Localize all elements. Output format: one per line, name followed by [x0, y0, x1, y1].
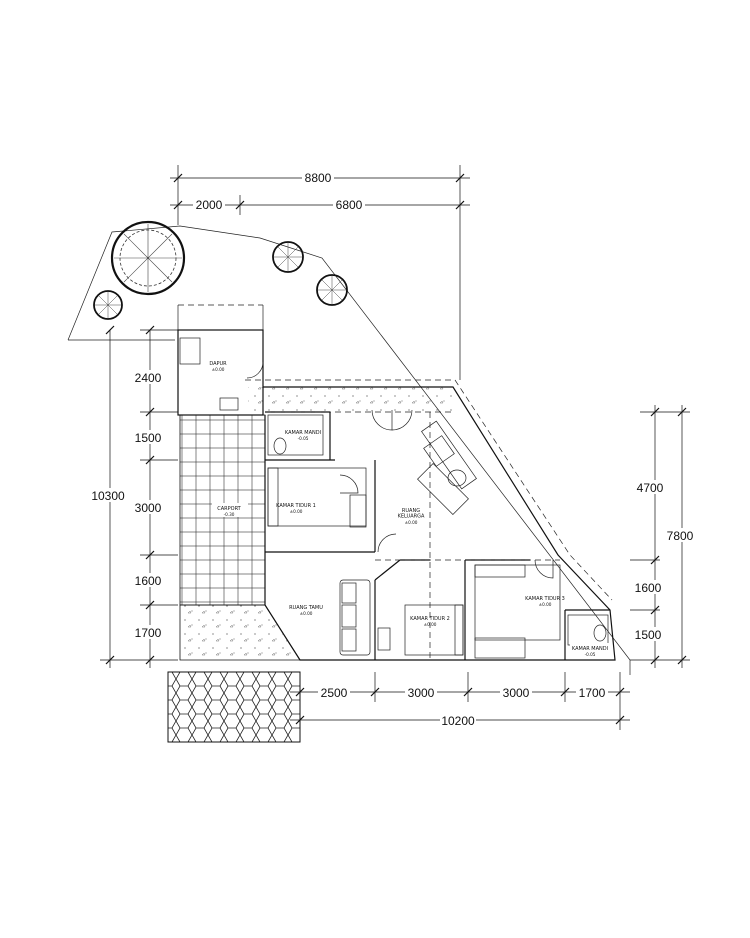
dim-left-1: 2400	[135, 371, 162, 385]
dim-right-3: 1500	[635, 628, 662, 642]
room-kamar-tidur-2-name: KAMAR TIDUR 2	[410, 616, 450, 622]
dimension-labels: 8800 2000 6800 10300 2400 1500 3000 1600…	[91, 170, 696, 728]
room-kamar-mandi-2-name: KAMAR MANDI	[572, 646, 608, 652]
dim-right-2: 1600	[635, 581, 662, 595]
room-ruang-tamu-area: ±0.00	[300, 611, 313, 616]
building-walls	[177, 304, 616, 661]
room-kamar-tidur-2-area: ±0.00	[424, 622, 437, 627]
room-kamar-mandi-2-area: -0.05	[585, 652, 596, 657]
room-kamar-mandi-1-area: -0.05	[298, 436, 309, 441]
room-labels: DAPUR ±0.00 KAMAR MANDI -0.05 KAMAR TIDU…	[209, 361, 610, 657]
room-kamar-tidur-3-area: ±0.00	[539, 602, 552, 607]
dim-bottom-3: 3000	[503, 686, 530, 700]
furniture	[267, 414, 609, 659]
dim-top-right: 6800	[336, 198, 363, 212]
tree-icon-small	[272, 241, 304, 273]
dim-right-1: 4700	[637, 481, 664, 495]
dim-left-total: 10300	[91, 489, 125, 503]
dim-top-left: 2000	[196, 198, 223, 212]
dim-right-total: 7800	[667, 529, 694, 543]
dim-left-3: 3000	[135, 501, 162, 515]
room-carport-name: CARPORT	[217, 506, 241, 512]
dim-bottom-total: 10200	[441, 714, 475, 728]
room-dapur-name: DAPUR	[209, 361, 227, 367]
dim-left-4: 1600	[135, 574, 162, 588]
room-kamar-mandi-1-name: KAMAR MANDI	[285, 430, 321, 436]
room-ruang-keluarga-area: ±0.00	[405, 520, 418, 525]
room-kamar-tidur-1-area: ±0.00	[290, 509, 303, 514]
room-kamar-tidur-1-name: KAMAR TIDUR 1	[276, 503, 316, 509]
dim-top-total: 8800	[305, 171, 332, 185]
room-carport-area: -0.30	[224, 512, 235, 517]
dim-bottom-4: 1700	[579, 686, 606, 700]
hex-paving	[167, 671, 301, 743]
dim-bottom-1: 2500	[321, 686, 348, 700]
tree-icon-large	[110, 220, 186, 296]
room-ruang-tamu-name: RUANG TAMU	[289, 605, 323, 611]
room-kamar-tidur-3-name: KAMAR TIDUR 3	[525, 596, 565, 602]
dim-bottom-2: 3000	[408, 686, 435, 700]
dim-left-2: 1500	[135, 431, 162, 445]
terrace-garden	[248, 387, 453, 412]
tree-icon-small	[93, 290, 123, 320]
dim-left-5: 1700	[135, 626, 162, 640]
room-dapur-area: ±0.00	[212, 367, 225, 372]
tree-icon-small	[316, 274, 348, 306]
